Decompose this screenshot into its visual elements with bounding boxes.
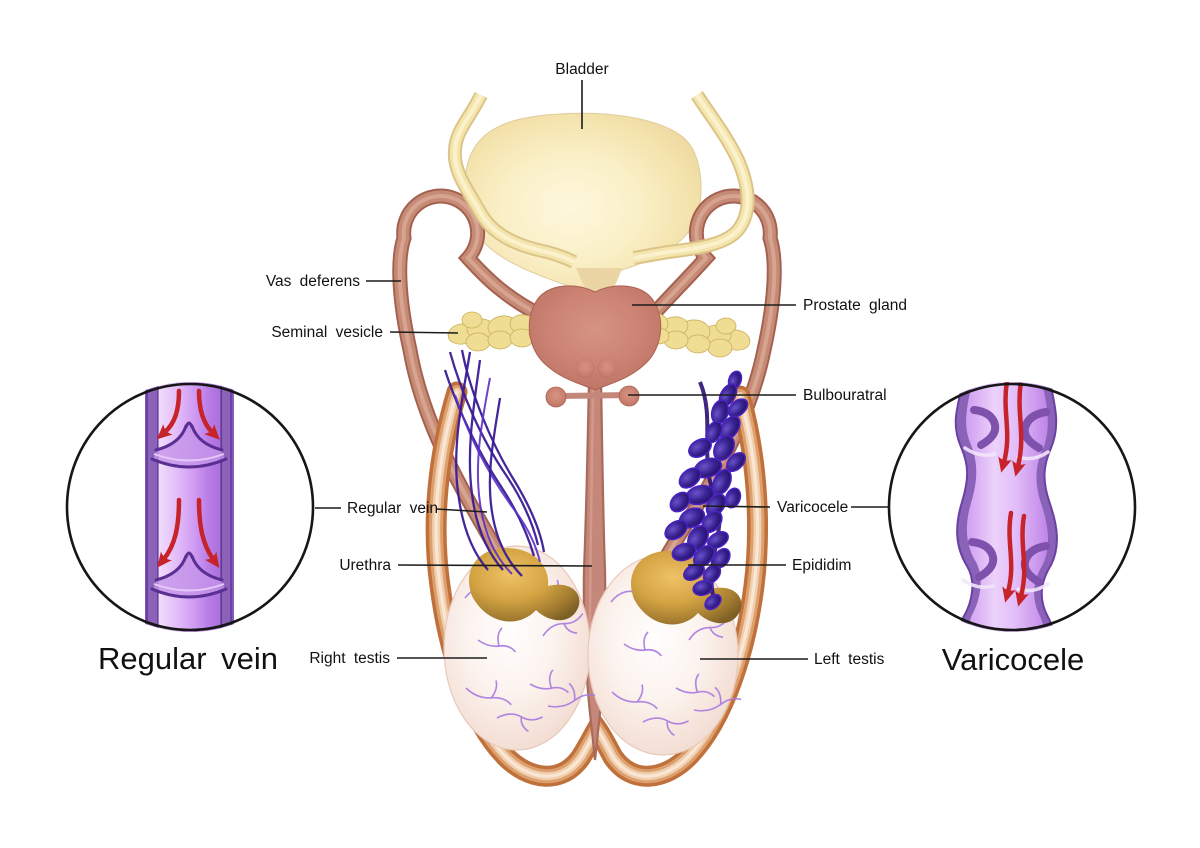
- inset-left-caption: Regular vein: [98, 641, 278, 676]
- leader-lines: [315, 80, 888, 660]
- leader-urethra: [397, 564, 593, 567]
- label-bladder: Bladder: [555, 61, 608, 78]
- failed-valve-flaps: [961, 406, 1050, 593]
- blood-flow-arrows-regular: [156, 388, 220, 568]
- label-prostate-gland: Prostate gland: [803, 297, 907, 314]
- label-bulbouratral: Bulbouratral: [803, 387, 887, 404]
- bladder-neck: [576, 268, 622, 310]
- inset-left-ring: [65, 382, 315, 632]
- inset-regular-vein: [65, 382, 315, 632]
- ureter-right: [632, 91, 755, 265]
- label-left-testis: Left testis: [814, 651, 885, 668]
- label-regular-vein: Regular vein: [347, 500, 438, 517]
- leader-regular-vein-right: [435, 508, 488, 513]
- labels: Bladder Vas deferens Seminal vesicle Pro…: [98, 61, 1084, 677]
- label-varicocele: Varicocele: [777, 499, 848, 516]
- ureter-left: [447, 91, 578, 269]
- inset-varicocele: [887, 382, 1137, 632]
- bulbourethral-glands: [545, 385, 640, 408]
- label-right-testis: Right testis: [309, 650, 390, 667]
- leader-seminal-vesicle: [389, 331, 459, 334]
- pampiniform-plexus: [443, 349, 546, 577]
- inset-right-caption: Varicocele: [942, 642, 1084, 677]
- varicocele-plexus: [664, 370, 749, 611]
- label-epididim: Epididim: [792, 557, 851, 574]
- prostate-gland: [528, 285, 662, 391]
- inset-right-ring: [887, 382, 1137, 632]
- leader-varicocele-left: [702, 505, 771, 508]
- vas-deferens-left: [392, 188, 548, 570]
- label-vas-deferens: Vas deferens: [266, 273, 360, 290]
- blood-flow-arrows-varicocele: [998, 382, 1029, 607]
- label-urethra: Urethra: [339, 557, 391, 574]
- label-seminal-vesicle: Seminal vesicle: [271, 324, 383, 341]
- epididymis-right: [469, 548, 580, 622]
